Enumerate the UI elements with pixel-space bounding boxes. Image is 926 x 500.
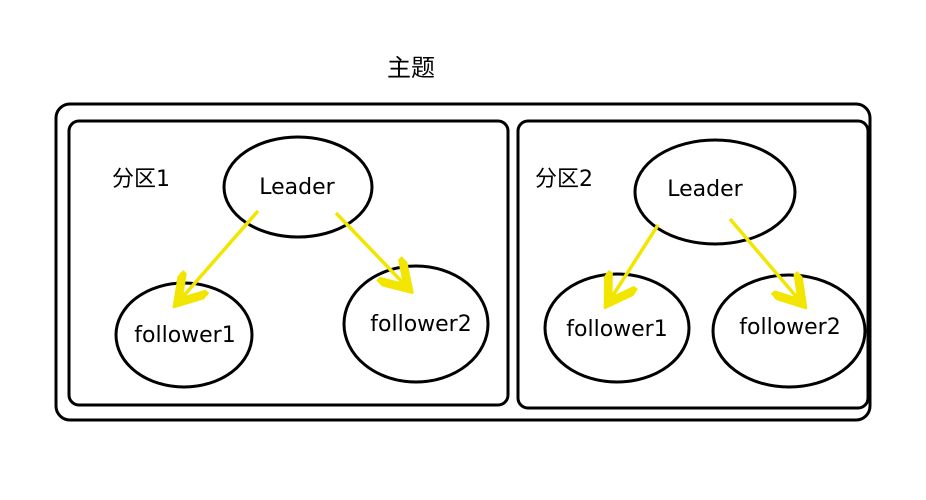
partition-1-box — [67, 119, 510, 407]
partition-1-arrow-to-follower-2 — [334, 211, 406, 286]
partition-1-leader-node — [222, 135, 374, 239]
partition-1-follower-1-label: follower1 — [134, 323, 235, 348]
topic-title: 主题 — [387, 54, 435, 82]
topic-container — [54, 102, 872, 422]
partition-2-box — [516, 119, 870, 410]
partition-2-arrow-to-follower-2 — [728, 217, 800, 301]
partition-1-follower-2-node — [342, 264, 490, 384]
partition-1-arrow-to-follower-1 — [180, 209, 260, 300]
partition-2-follower-2-label: follower2 — [739, 315, 840, 340]
partition-1-follower-2-label: follower2 — [370, 312, 471, 337]
partition-1-label: 分区1 — [112, 167, 170, 192]
partition-2-arrow-to-follower-1 — [610, 224, 660, 300]
partition-2-leader-label: Leader — [667, 177, 743, 202]
partition-2-follower-1-label: follower1 — [566, 317, 667, 342]
partition-1-leader-label: Leader — [259, 175, 335, 200]
partition-2-label: 分区2 — [535, 167, 593, 192]
partition-2-leader-node — [633, 138, 797, 246]
